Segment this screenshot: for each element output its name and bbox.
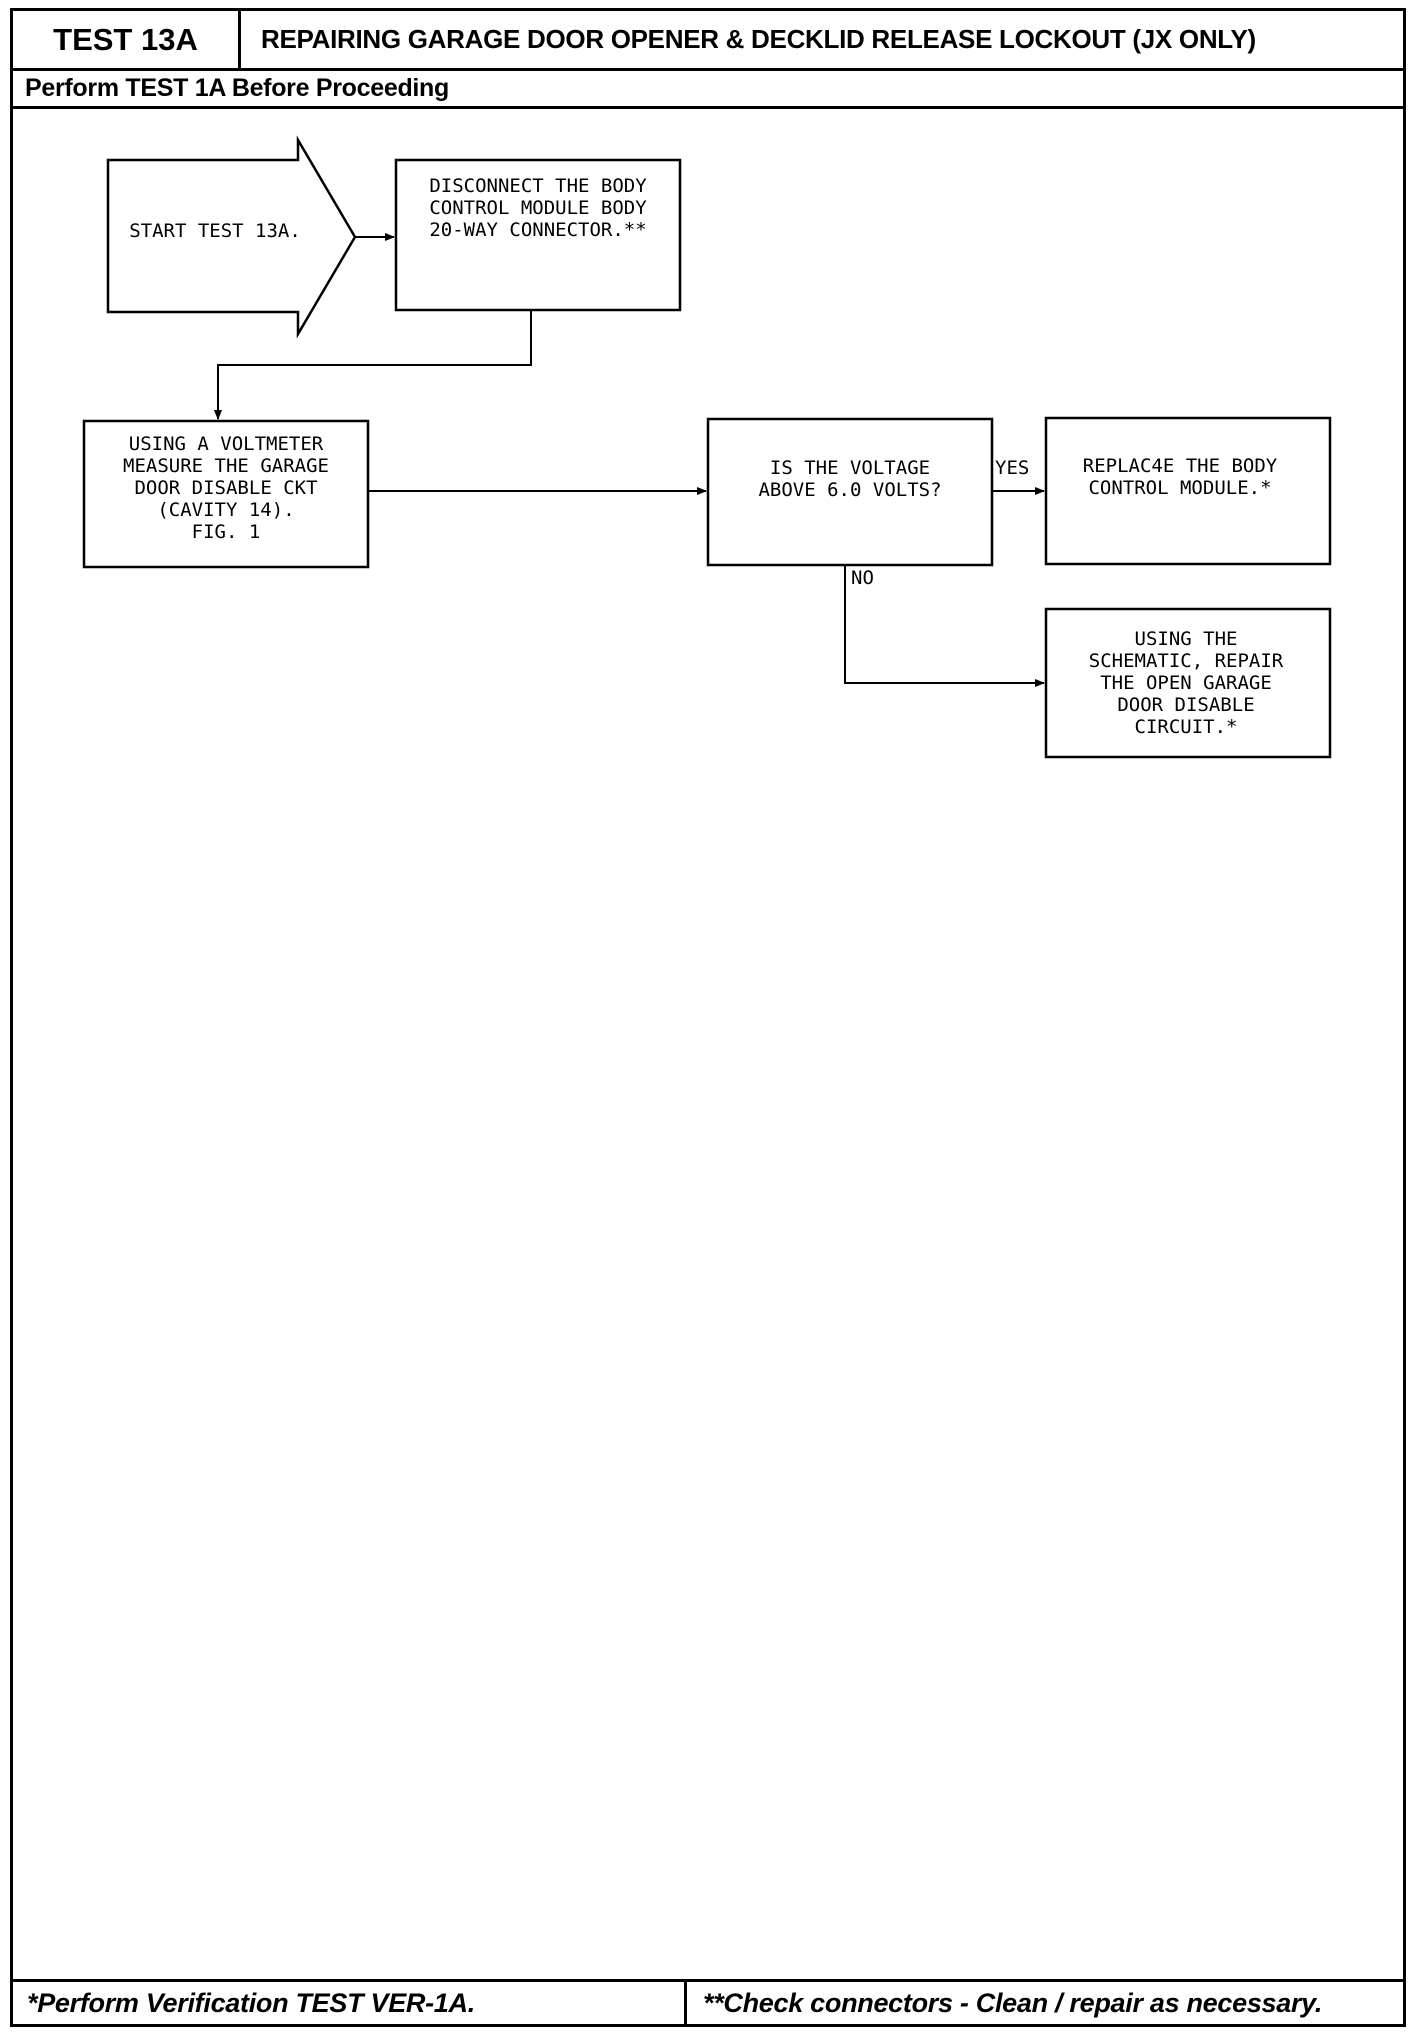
repair-circuit-box xyxy=(1044,607,1332,759)
flow-text-line: USING A VOLTMETER xyxy=(129,433,324,455)
flow-text-line: DOOR DISABLE CKT xyxy=(134,477,317,499)
disconnect-connector-box xyxy=(394,158,682,312)
flow-text-line: MEASURE THE GARAGE xyxy=(123,455,329,477)
flow-text-line: THE OPEN GARAGE xyxy=(1100,672,1272,694)
start-arrow-shape xyxy=(106,135,357,339)
prerequisite-note: Perform TEST 1A Before Proceeding xyxy=(10,68,1406,109)
flow-text-line: USING THE xyxy=(1135,628,1238,650)
flow-text-line: FIG. 1 xyxy=(192,521,261,543)
flow-text-line: 20-WAY CONNECTOR.** xyxy=(429,219,646,241)
flow-text-line: IS THE VOLTAGE xyxy=(770,457,930,479)
measure-voltage-box xyxy=(82,419,370,569)
connector-no-to-repair xyxy=(844,565,1045,687)
flow-text-line: DOOR DISABLE xyxy=(1117,694,1254,716)
flow-text-line: CONTROL MODULE BODY xyxy=(429,197,647,219)
no-label: NO xyxy=(851,567,874,589)
footer-connector-note: **Check connectors - Clean / repair as n… xyxy=(684,1979,1406,2027)
replace-module-box xyxy=(1044,416,1332,566)
flow-text-line: SCHEMATIC, REPAIR xyxy=(1089,650,1284,672)
flow-text-line: CONTROL MODULE.* xyxy=(1088,477,1271,499)
connector-disconnect-to-measure xyxy=(214,310,532,420)
footer-verification-note: *Perform Verification TEST VER-1A. xyxy=(10,1979,687,2027)
flow-text-line: ABOVE 6.0 VOLTS? xyxy=(758,479,941,501)
yes-label: YES xyxy=(995,457,1029,479)
flow-text-line: START TEST 13A. xyxy=(129,220,301,242)
start-label: START TEST 13A. xyxy=(129,220,301,242)
flow-text-line: CIRCUIT.* xyxy=(1135,716,1238,738)
diagram-frame xyxy=(10,106,1406,1982)
test-id: TEST 13A xyxy=(10,8,241,71)
flow-text-line: REPLAC4E THE BODY xyxy=(1083,455,1278,477)
flow-text-line: DISCONNECT THE BODY xyxy=(429,175,647,197)
flow-text-line: (CAVITY 14). xyxy=(157,499,294,521)
